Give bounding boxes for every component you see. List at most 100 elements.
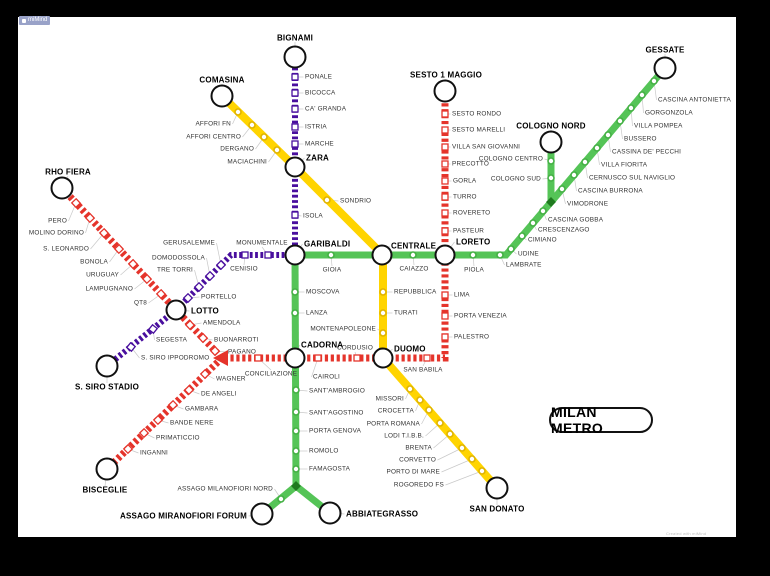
station-piola[interactable]: [469, 251, 477, 259]
station-gorgonzola[interactable]: [638, 91, 646, 99]
station-buonarroti[interactable]: [197, 332, 209, 344]
station-caiazzo[interactable]: [409, 251, 417, 259]
station-amendola[interactable]: [184, 319, 196, 331]
station-lambrate[interactable]: [496, 251, 504, 259]
station-isola[interactable]: [291, 211, 299, 219]
station-villa-pompea[interactable]: [627, 104, 635, 112]
station-cascina-burrona[interactable]: [570, 171, 578, 179]
station-san-babila[interactable]: [423, 354, 431, 362]
station-cairoli[interactable]: [314, 354, 322, 362]
station-uruguay[interactable]: [127, 258, 139, 270]
station-gioia[interactable]: [327, 251, 335, 259]
station-qt8[interactable]: [155, 288, 167, 300]
station-portello[interactable]: [182, 292, 194, 304]
station-cascina-gobba[interactable]: [539, 207, 547, 215]
map-title[interactable]: MILAN METRO: [549, 404, 653, 436]
station-villa-fiorita[interactable]: [593, 144, 601, 152]
station-lanza[interactable]: [291, 309, 299, 317]
station-cologno-centro[interactable]: [547, 157, 555, 165]
station-ponale[interactable]: [291, 73, 299, 81]
station-bonola[interactable]: [113, 243, 125, 255]
station-palestro[interactable]: [441, 333, 449, 341]
station-s-siro-stadio[interactable]: [95, 354, 119, 378]
station-cologno-sud[interactable]: [547, 174, 555, 182]
station-porta-genova[interactable]: [292, 427, 300, 435]
station-marche[interactable]: [291, 140, 299, 148]
station-rovereto[interactable]: [441, 209, 449, 217]
station-s-leonardo[interactable]: [98, 227, 110, 239]
station-famagosta[interactable]: [292, 465, 300, 473]
station-udine[interactable]: [507, 245, 515, 253]
station-vimodrone[interactable]: [558, 185, 566, 193]
station-monumentale[interactable]: [264, 251, 272, 259]
station-centrale[interactable]: [371, 244, 393, 266]
station-comasina[interactable]: [210, 84, 234, 108]
station-inganni[interactable]: [122, 443, 134, 455]
station-bicocca[interactable]: [291, 89, 299, 97]
station-loreto[interactable]: [434, 244, 456, 266]
station-pero[interactable]: [70, 197, 82, 209]
station-san-donato[interactable]: [485, 476, 509, 500]
station-montenapoleone[interactable]: [379, 329, 387, 337]
station-cologno-nord[interactable]: [539, 130, 563, 154]
station-rho-fiera[interactable]: [50, 176, 74, 200]
station-gessate[interactable]: [653, 56, 677, 80]
station-sondrio[interactable]: [323, 196, 331, 204]
station-cordusio[interactable]: [353, 354, 361, 362]
station-domodossola[interactable]: [204, 270, 216, 282]
station-lodi-t-i-b-b[interactable]: [436, 419, 444, 427]
station-cimiano[interactable]: [518, 232, 526, 240]
station-sesto-1-maggio[interactable]: [433, 79, 457, 103]
station-cenisio[interactable]: [241, 251, 249, 259]
station-bignami[interactable]: [283, 45, 307, 69]
station-villa-san-giovanni[interactable]: [441, 143, 449, 151]
station-lampugnano[interactable]: [141, 273, 153, 285]
station-wagner[interactable]: [199, 368, 211, 380]
station-crescenzago[interactable]: [529, 219, 537, 227]
station-conciliazione[interactable]: [254, 354, 262, 362]
station-gerusalemme[interactable]: [215, 259, 227, 271]
station-porto-di-mare[interactable]: [468, 455, 476, 463]
station-porta-romana[interactable]: [425, 406, 433, 414]
station-moscova[interactable]: [291, 288, 299, 296]
station-cernusco-sul-naviglio[interactable]: [581, 158, 589, 166]
station-bussero[interactable]: [616, 117, 624, 125]
station-assago-milanofiori-nord[interactable]: [277, 495, 285, 503]
station-lotto[interactable]: [165, 299, 187, 321]
station-bisceglie[interactable]: [95, 457, 119, 481]
station-porta-venezia[interactable]: [441, 312, 449, 320]
station-pagano[interactable]: [209, 345, 221, 357]
station-brenta[interactable]: [446, 430, 454, 438]
station-gorla[interactable]: [441, 177, 449, 185]
station-de-angeli[interactable]: [183, 384, 195, 396]
station-primaticcio[interactable]: [138, 427, 150, 439]
station-turati[interactable]: [379, 309, 387, 317]
station-crocetta[interactable]: [416, 396, 424, 404]
station-cascina-antonietta[interactable]: [650, 77, 658, 85]
station-bande-nere[interactable]: [152, 414, 164, 426]
station-abbiategrasso[interactable]: [318, 501, 342, 525]
mimind-app-tab[interactable]: miMind: [19, 16, 51, 25]
station-sesto-rondo[interactable]: [441, 110, 449, 118]
station-lima[interactable]: [441, 291, 449, 299]
station-s-siro-ippodromo[interactable]: [125, 341, 137, 353]
station-maciachini[interactable]: [273, 146, 281, 154]
station-pasteur[interactable]: [441, 227, 449, 235]
station-turro[interactable]: [441, 193, 449, 201]
station-gambara[interactable]: [167, 399, 179, 411]
station-duomo[interactable]: [372, 347, 394, 369]
station-garibaldi[interactable]: [284, 244, 306, 266]
station-tre-torri[interactable]: [193, 281, 205, 293]
station-istria[interactable]: [291, 123, 299, 131]
station-assago-miranofiori-forum[interactable]: [250, 502, 274, 526]
station-ca-granda[interactable]: [291, 105, 299, 113]
station-romolo[interactable]: [292, 447, 300, 455]
station-precotto[interactable]: [441, 160, 449, 168]
station-missori[interactable]: [406, 385, 414, 393]
station-sant-agostino[interactable]: [292, 408, 300, 416]
station-affori-centro[interactable]: [248, 121, 256, 129]
station-dergano[interactable]: [260, 133, 268, 141]
station-molino-dorino[interactable]: [84, 212, 96, 224]
station-cassina-de-pecchi[interactable]: [604, 131, 612, 139]
station-corvetto[interactable]: [458, 444, 466, 452]
